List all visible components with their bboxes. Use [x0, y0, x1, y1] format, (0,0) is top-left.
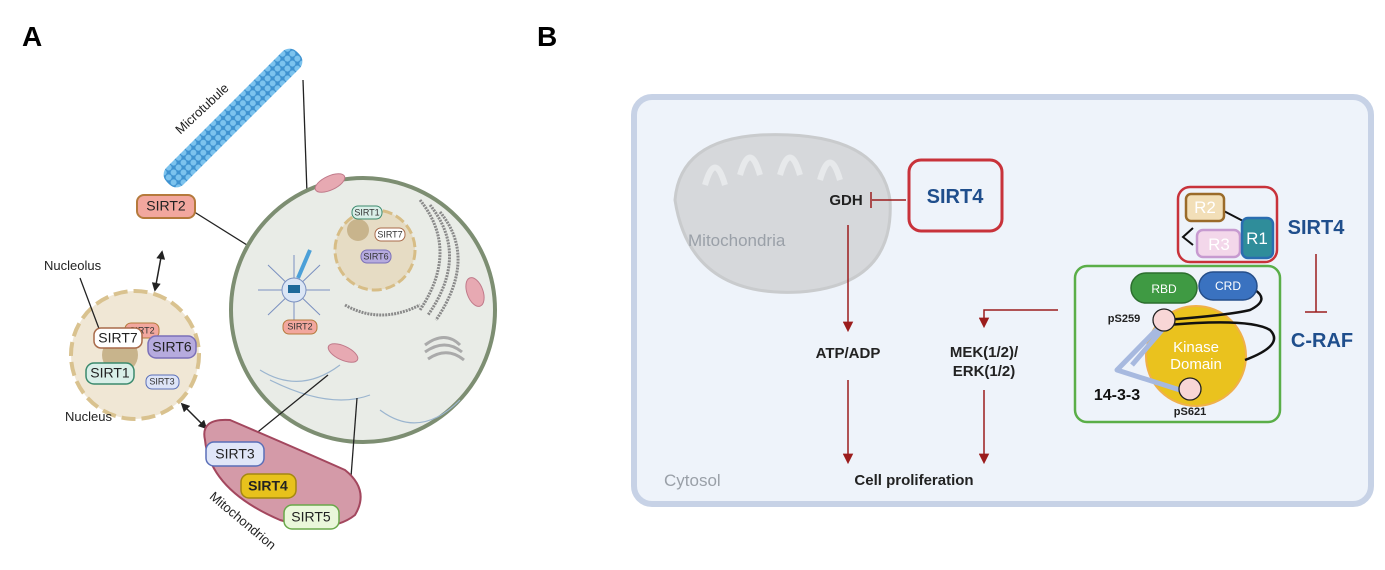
ps621-site — [1178, 377, 1202, 401]
nucleus-sirt6: SIRT6 — [152, 339, 192, 355]
atp-adp-label: ATP/ADP — [816, 345, 881, 362]
crd-domain: CRD — [1215, 279, 1241, 293]
cell-sirt7: SIRT7 — [377, 229, 402, 239]
erk-label: ERK(1/2) — [953, 363, 1016, 380]
nucleus-sirt7: SIRT7 — [98, 330, 138, 346]
domain-r1: R1 — [1246, 229, 1268, 248]
ps621-label: pS621 — [1174, 406, 1206, 418]
gdh-label: GDH — [829, 192, 862, 209]
craf-label: C-RAF — [1291, 330, 1353, 352]
sirt4-box-label: SIRT4 — [927, 186, 985, 208]
nucleus-sirt2: SIRT2 — [129, 325, 154, 335]
nucleus-sirt3: SIRT3 — [149, 376, 174, 386]
sirt4-box — [907, 158, 1004, 233]
cell — [229, 176, 497, 444]
protein-14-3-3-label: 14-3-3 — [1094, 387, 1140, 404]
cytosol-label: Cytosol — [664, 471, 721, 490]
arrow-craf-mek — [978, 309, 1058, 329]
centrosome — [258, 255, 330, 325]
nucleolus-label: Nucleolus — [44, 258, 102, 273]
cell-sirt6: SIRT6 — [363, 251, 388, 261]
nucleus-label: Nucleus — [65, 409, 112, 424]
ps259-site — [1152, 308, 1176, 332]
mito-sirt3: SIRT3 — [215, 446, 255, 462]
mitochondria-shape — [673, 133, 892, 294]
sirt2-badge — [136, 194, 196, 219]
mito-sirt5: SIRT5 — [291, 509, 331, 525]
kinase-label-2: Domain — [1170, 356, 1222, 373]
sirt2-label: SIRT2 — [146, 198, 186, 214]
cell-proliferation-label: Cell proliferation — [854, 472, 973, 489]
mitochondria-label: Mitochondria — [688, 231, 786, 250]
microtubule-illustration — [163, 48, 303, 188]
nucleus-sirt1: SIRT1 — [90, 365, 130, 381]
sirt4-label: SIRT4 — [1288, 217, 1346, 239]
ps259-label: pS259 — [1108, 313, 1140, 325]
kinase-domain — [1145, 305, 1247, 407]
kinase-label-1: Kinase — [1173, 339, 1219, 356]
panel-a: Microtubule SIRT2 SIRT1 SIRT7 SIRT6 — [44, 48, 497, 553]
panel-label-b: B — [537, 21, 557, 52]
mek-label: MEK(1/2)/ — [950, 344, 1019, 361]
cell-sirt1: SIRT1 — [354, 207, 379, 217]
panel-b: Mitochondria Cytosol SIRT4 GDH ATP/ADP M… — [631, 94, 1374, 507]
panel-label-a: A — [22, 21, 42, 52]
cell-sirt2: SIRT2 — [287, 321, 312, 331]
domain-r2: R2 — [1194, 198, 1216, 217]
domain-r3: R3 — [1208, 235, 1230, 254]
mito-sirt4: SIRT4 — [248, 478, 288, 494]
rbd-domain: RBD — [1151, 282, 1177, 296]
